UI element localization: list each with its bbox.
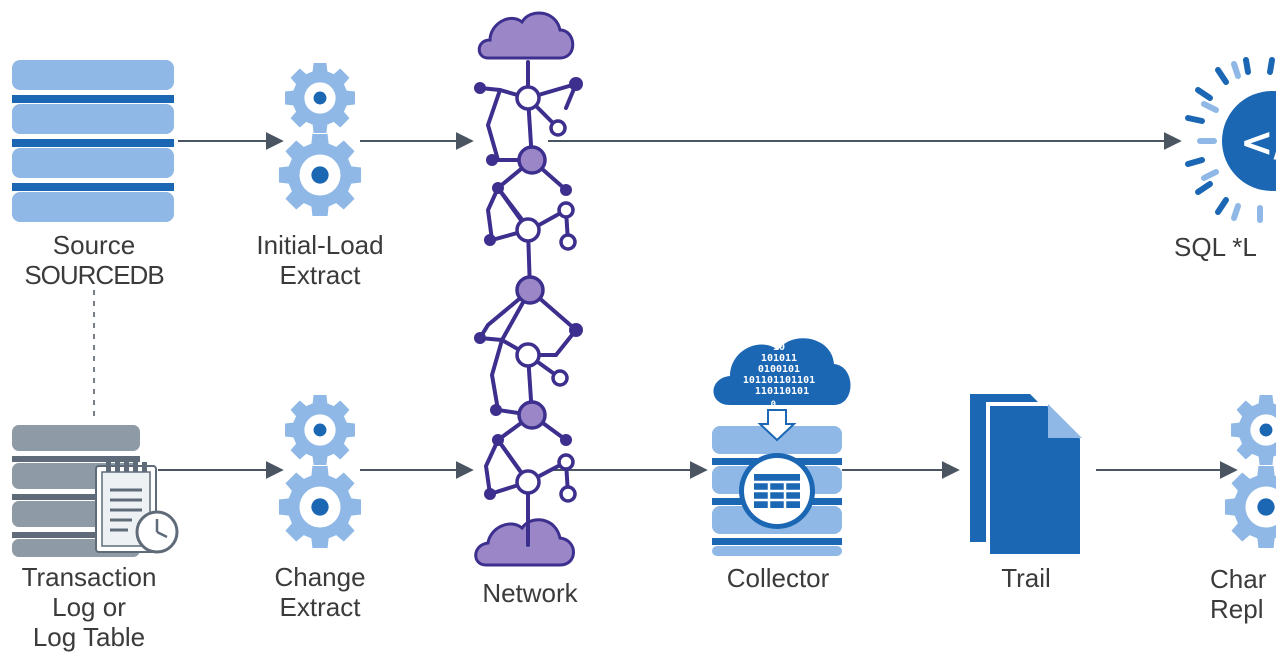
database-icon	[12, 60, 174, 222]
cloud-icon	[474, 518, 575, 567]
change-replicat-label: Char Repl	[1210, 564, 1266, 624]
binary-line: 110110101	[755, 386, 809, 397]
sql-code-glyph: </	[1240, 120, 1276, 166]
cloud-icon	[477, 11, 575, 60]
change-replicat-line: Char	[1210, 564, 1267, 594]
binary-line: 10	[773, 342, 785, 353]
collector-label-line: Collector	[726, 563, 830, 593]
change-extract-line: Extract	[279, 592, 361, 622]
clock-icon	[135, 510, 179, 554]
initial-load-extract-line: Initial-Load	[256, 230, 384, 260]
sql-loader-label-line: SQL *L	[1174, 232, 1257, 262]
change-extract-label: Change Extract	[224, 562, 416, 622]
binary-line: 101101101101	[743, 375, 815, 386]
transaction-log-line: Log Table	[32, 622, 146, 652]
cloud-icon: 10 101011 0100101 101101101101 110110101…	[713, 338, 851, 430]
change-replicat-line: Repl	[1210, 594, 1264, 624]
sql-loader-label: SQL *L	[1174, 232, 1257, 262]
source-label-line: Source	[52, 230, 136, 260]
collector-label: Collector	[692, 563, 864, 593]
transaction-log-line: Log or	[52, 592, 126, 622]
trail-document-icon	[970, 394, 1084, 558]
down-arrow-icon	[757, 409, 797, 442]
collector-icon: 10 101011 0100101 101101101101 110110101…	[712, 338, 851, 556]
binary-drop: 0	[771, 400, 776, 410]
binary-line: 0100101	[758, 364, 800, 375]
network-label-line: Network	[482, 578, 578, 608]
network-icon	[474, 11, 583, 567]
source-label-line: SOURCEDB	[24, 260, 164, 290]
network-label: Network	[444, 578, 616, 608]
gears-icon	[1224, 395, 1276, 549]
transaction-log-line: Transaction	[21, 562, 157, 592]
trail-label-line: Trail	[1001, 563, 1051, 593]
transaction-log-icon	[12, 425, 179, 557]
flow-arrows	[93, 132, 1238, 479]
initial-load-extract-label: Initial-Load Extract	[224, 230, 416, 290]
gears-icon	[278, 395, 362, 549]
binary-line: 101011	[761, 353, 797, 364]
gears-icon	[278, 63, 362, 217]
trail-label: Trail	[960, 563, 1092, 593]
source-label: Source SOURCEDB	[0, 230, 188, 290]
initial-load-extract-line: Extract	[279, 260, 361, 290]
change-extract-line: Change	[274, 562, 366, 592]
transaction-log-label: Transaction Log or Log Table	[0, 562, 178, 652]
svg-text:10 101011 0100: 10 101011 0100101 101101101101 110110101	[743, 342, 821, 397]
sql-loader-icon: </	[1185, 57, 1276, 223]
